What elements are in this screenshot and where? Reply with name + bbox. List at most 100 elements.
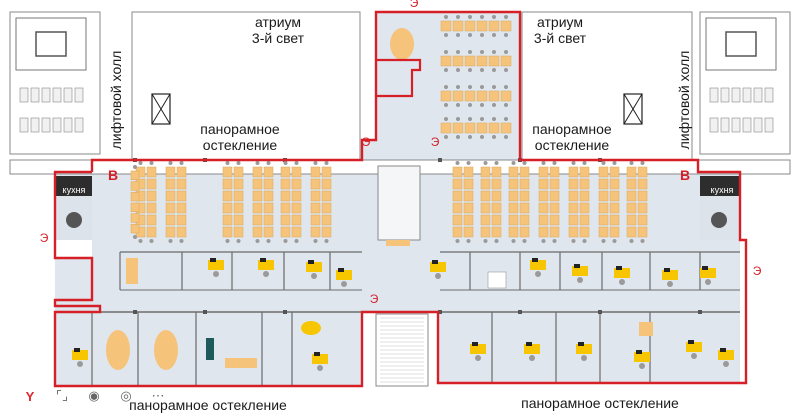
desk bbox=[452, 55, 464, 67]
chair bbox=[283, 239, 288, 243]
chair bbox=[133, 165, 137, 169]
desk bbox=[480, 202, 491, 214]
reception-desk bbox=[386, 240, 410, 246]
chair bbox=[225, 239, 230, 243]
desk bbox=[321, 226, 332, 238]
desk bbox=[252, 226, 263, 238]
chair bbox=[456, 117, 460, 121]
wc-cubicle bbox=[731, 117, 741, 133]
desk-cluster bbox=[130, 165, 140, 239]
wc-cubicle bbox=[764, 117, 774, 133]
chair bbox=[236, 161, 241, 165]
desk bbox=[321, 214, 332, 226]
kitchen-label-right: кухня bbox=[710, 185, 734, 195]
monitor bbox=[688, 340, 694, 344]
desk bbox=[176, 178, 187, 190]
desk bbox=[222, 190, 233, 202]
desk bbox=[130, 192, 140, 202]
desk bbox=[176, 214, 187, 226]
desk bbox=[310, 202, 321, 214]
office-desk-top bbox=[686, 342, 702, 352]
desk bbox=[130, 213, 140, 223]
desk bbox=[452, 178, 463, 190]
office-desk-top bbox=[576, 344, 592, 354]
desk-cluster bbox=[440, 15, 512, 37]
desk bbox=[491, 226, 502, 238]
desk bbox=[176, 166, 187, 178]
desk bbox=[176, 202, 187, 214]
office-chair bbox=[667, 281, 673, 287]
desk bbox=[310, 214, 321, 226]
wc-cubicle bbox=[742, 87, 752, 103]
monitor bbox=[720, 348, 726, 352]
desk bbox=[146, 226, 157, 238]
office-chair bbox=[619, 279, 625, 285]
desk bbox=[637, 202, 648, 214]
desk bbox=[488, 20, 500, 32]
void-marker bbox=[623, 93, 643, 125]
eye-icon[interactable]: ◉ bbox=[88, 388, 100, 403]
desk bbox=[549, 214, 560, 226]
chair bbox=[468, 50, 472, 54]
meeting-table bbox=[106, 330, 130, 370]
monitor bbox=[210, 258, 216, 262]
office-desk-top bbox=[470, 344, 486, 354]
office-desk-top bbox=[306, 262, 322, 272]
desk bbox=[233, 202, 244, 214]
chair bbox=[582, 239, 587, 243]
chair bbox=[456, 15, 460, 19]
office-desk bbox=[208, 258, 224, 277]
chair bbox=[504, 33, 508, 37]
wc-cubicle bbox=[709, 117, 719, 133]
desk bbox=[609, 190, 620, 202]
chair bbox=[480, 135, 484, 139]
monitor bbox=[574, 264, 580, 268]
wc-cubicle bbox=[63, 87, 73, 103]
desk bbox=[579, 166, 590, 178]
office-chair bbox=[529, 355, 535, 361]
core-left-outline bbox=[9, 11, 101, 155]
chair bbox=[480, 33, 484, 37]
chair bbox=[601, 239, 606, 243]
monitor bbox=[260, 258, 266, 262]
chair bbox=[552, 161, 557, 165]
desk bbox=[463, 190, 474, 202]
yandex-icon[interactable]: Y bbox=[25, 388, 35, 404]
more-icon[interactable]: ⋯ bbox=[151, 388, 165, 403]
chair bbox=[266, 161, 271, 165]
office-desk bbox=[336, 268, 352, 287]
desk bbox=[476, 90, 488, 102]
office-desk-top bbox=[336, 270, 352, 280]
lens-icon[interactable]: ◎ bbox=[120, 388, 132, 403]
column bbox=[598, 310, 602, 314]
desk bbox=[263, 178, 274, 190]
desk bbox=[176, 190, 187, 202]
desk bbox=[508, 190, 519, 202]
atrium-label-left: атриум 3-й свет bbox=[251, 14, 305, 47]
desk bbox=[549, 178, 560, 190]
chair bbox=[492, 103, 496, 107]
desk bbox=[500, 90, 512, 102]
chair bbox=[444, 68, 448, 72]
meeting-table bbox=[390, 28, 414, 60]
desk bbox=[291, 214, 302, 226]
office-desk-top bbox=[662, 270, 678, 280]
monitor bbox=[338, 268, 344, 272]
chair bbox=[504, 50, 508, 54]
desk bbox=[626, 190, 637, 202]
chair bbox=[468, 85, 472, 89]
desk bbox=[464, 122, 476, 134]
chair bbox=[522, 239, 527, 243]
desk bbox=[321, 190, 332, 202]
desk bbox=[222, 226, 233, 238]
chair bbox=[629, 239, 634, 243]
desk bbox=[291, 166, 302, 178]
desk bbox=[538, 202, 549, 214]
chair bbox=[483, 239, 488, 243]
desk bbox=[508, 202, 519, 214]
desk bbox=[464, 90, 476, 102]
crop-icon[interactable]: ⌜⌟ bbox=[55, 388, 69, 403]
chair bbox=[138, 239, 143, 243]
chair bbox=[492, 117, 496, 121]
office-desk-top bbox=[430, 262, 446, 272]
